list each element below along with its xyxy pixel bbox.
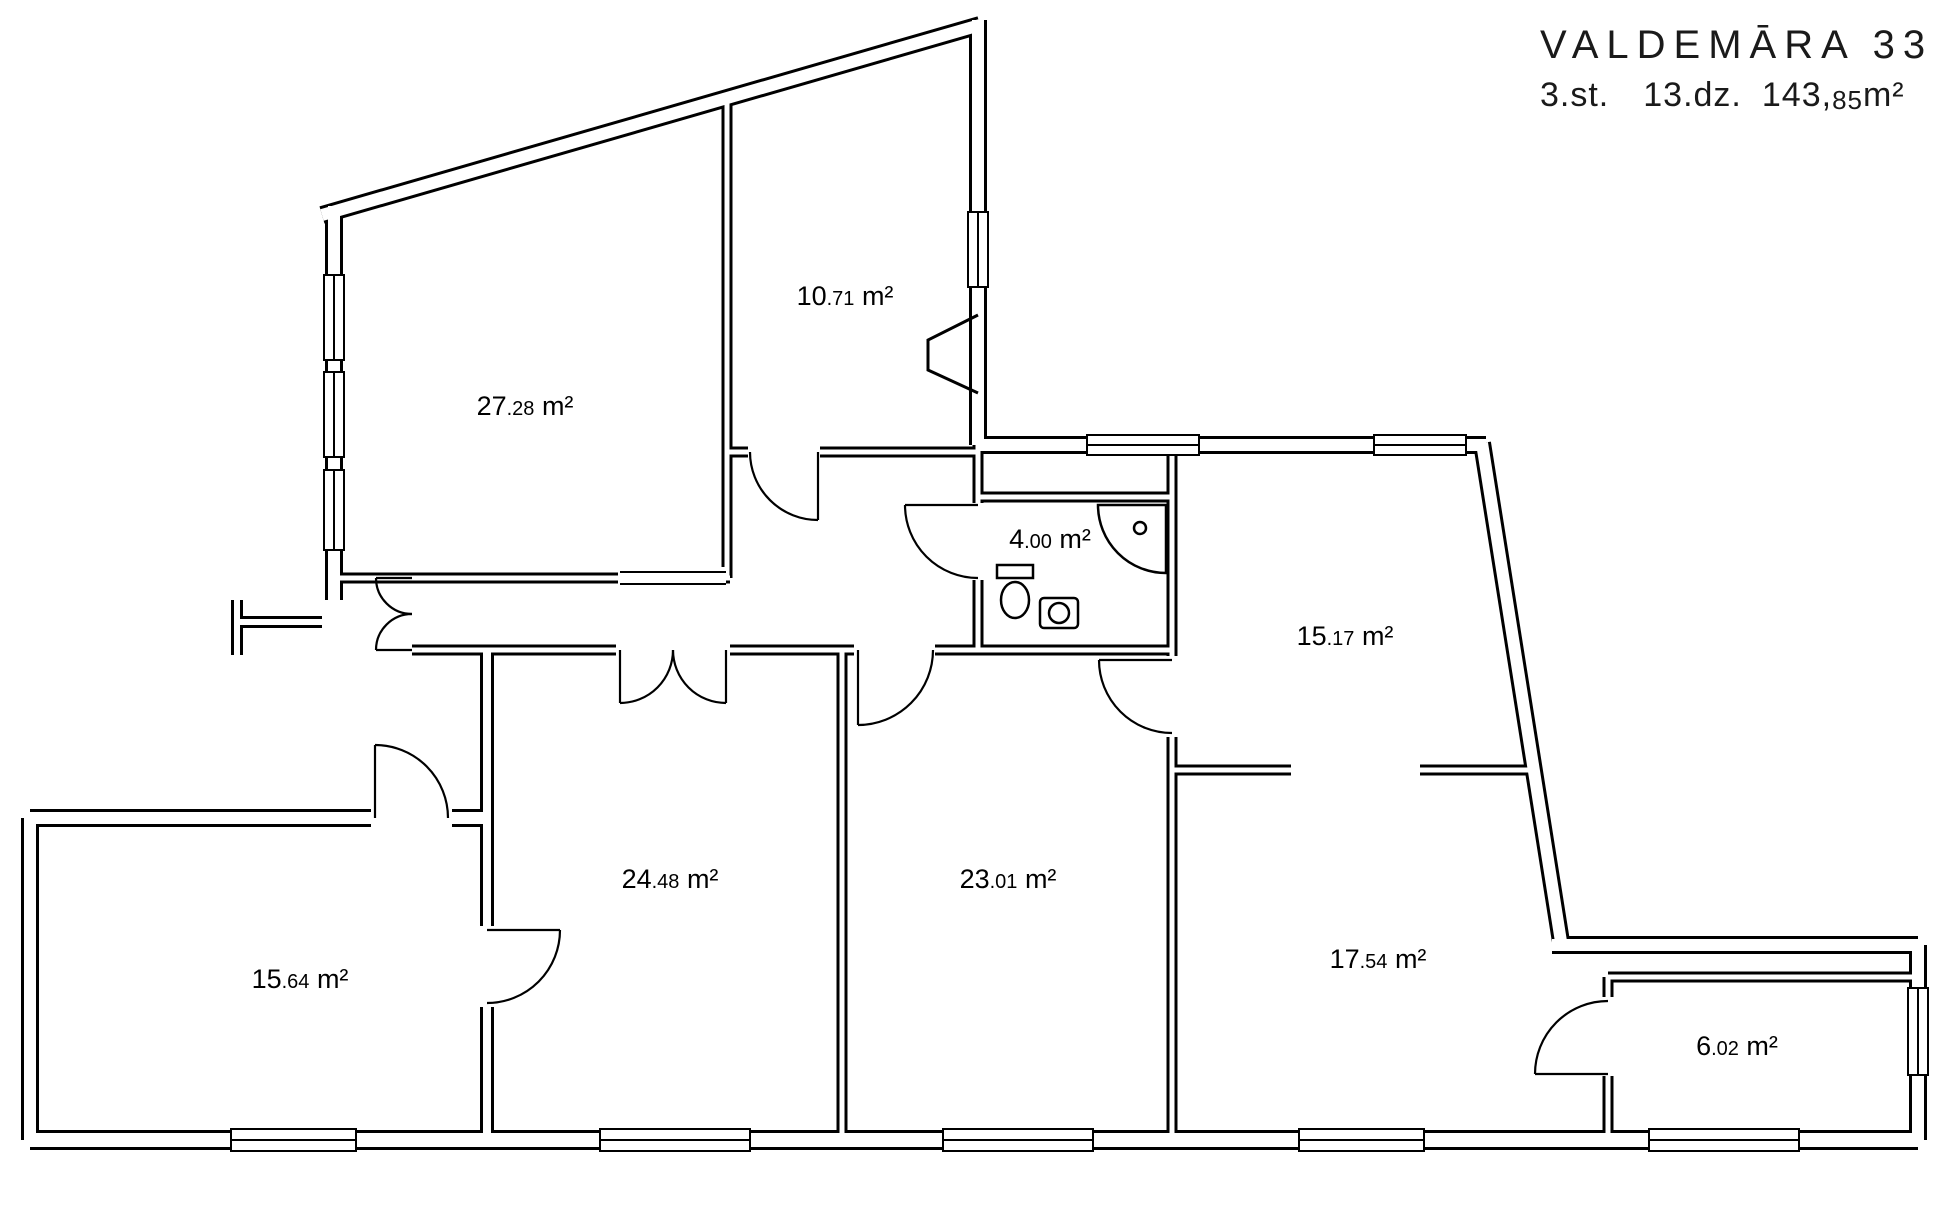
room-area-label-27-28: 27.28 m² [477, 391, 574, 421]
door-arc [374, 612, 413, 651]
door-arc [857, 649, 935, 727]
door-arc [619, 649, 675, 705]
chimney-notch [926, 313, 979, 395]
toilet-icon [995, 563, 1035, 580]
door-opening [748, 441, 820, 463]
arch-opening [618, 567, 726, 589]
room-area-label-23-01: 23.01 m² [960, 864, 1057, 894]
room-area-label-15-17: 15.17 m² [1297, 621, 1394, 651]
plan-subtitle: 3.st.13.dz.143,85m² [1540, 76, 1905, 115]
wall-core-line [1476, 442, 1568, 949]
windows-group [230, 211, 1929, 1152]
room-area-label-4-00: 4.00 m² [1009, 524, 1091, 554]
door-arc [374, 743, 450, 819]
passage-opening [1291, 759, 1420, 781]
door-opening [854, 639, 935, 661]
plan-title: VALDEMĀRA 33 [1540, 23, 1933, 67]
title-block: VALDEMĀRA 33 3.st.13.dz.143,85m² [1540, 23, 1933, 115]
room-labels-group: 27.28 m² 10.71 m² 4.00 m² 15.17 m² 24.48… [252, 281, 1778, 1061]
room-area-label-17-54: 17.54 m² [1330, 944, 1427, 974]
toilet-icon [999, 580, 1031, 620]
bathroom-fixtures-group [995, 503, 1168, 630]
door-opening [1161, 656, 1183, 737]
door-arc [486, 929, 562, 1005]
door-arc [748, 451, 819, 522]
door-opening [371, 806, 452, 830]
door-opening [967, 503, 989, 580]
wall-openings-group [371, 441, 1619, 1076]
door-opening [476, 926, 498, 1007]
doors-group [373, 451, 1609, 1076]
room-area-label-6-02: 6.02 m² [1696, 1031, 1778, 1061]
shower-drain-icon [1132, 520, 1148, 536]
room-area-label-15-64: 15.64 m² [252, 964, 349, 994]
door-arc [1097, 659, 1173, 735]
room-area-label-24-48: 24.48 m² [622, 864, 719, 894]
wall-core-line [320, 19, 982, 221]
door-arc [671, 649, 727, 705]
plan-details-group [620, 313, 979, 585]
door-opening [1597, 997, 1619, 1076]
sink-icon [1047, 601, 1071, 625]
door-arc [1533, 999, 1609, 1075]
door-arc [903, 504, 979, 580]
shower-icon [1096, 503, 1168, 575]
room-area-label-10-71: 10.71 m² [797, 281, 894, 311]
